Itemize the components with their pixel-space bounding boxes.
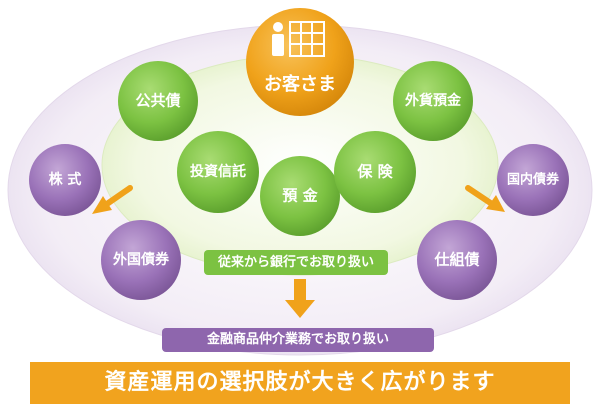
ball-domestic-bonds: 国内債券 — [497, 144, 569, 216]
ball-insurance: 保 険 — [334, 131, 416, 213]
ball-foreign-deposit: 外貨預金 — [393, 61, 473, 141]
ball-label: 投資信託 — [190, 163, 246, 180]
ball-stocks: 株 式 — [29, 144, 101, 216]
ball-deposit: 預 金 — [260, 156, 340, 236]
right-arrow-icon — [465, 185, 505, 212]
ball-label: 株 式 — [49, 171, 82, 188]
ball-public-bonds: 公共債 — [118, 61, 198, 141]
ball-label: 保 険 — [356, 163, 393, 181]
left-arrow-icon — [92, 185, 133, 214]
ball-label: 公共債 — [135, 92, 180, 110]
customer-ball: お客さま — [246, 8, 354, 116]
ball-foreign-bonds: 外国債券 — [101, 220, 181, 300]
ball-label: 外貨預金 — [405, 92, 462, 109]
customer-label: お客さま — [264, 73, 336, 95]
ball-structured-bonds: 仕組債 — [417, 220, 497, 300]
conclusion-banner: 資産運用の選択肢が大きく広がります — [30, 362, 570, 404]
ball-label: 外国債券 — [113, 251, 170, 268]
ball-investment-trust: 投資信託 — [177, 131, 259, 213]
person-with-building-icon — [272, 21, 325, 57]
down-arrow-icon — [285, 279, 315, 318]
intermediary-handled-label: 金融商品仲介業務でお取り扱い — [162, 328, 434, 352]
ball-label: 国内債券 — [507, 172, 560, 188]
ball-label: 仕組債 — [433, 251, 479, 269]
bank-handled-label: 従来から銀行でお取り扱い — [204, 250, 388, 275]
ball-label: 預 金 — [282, 187, 318, 205]
